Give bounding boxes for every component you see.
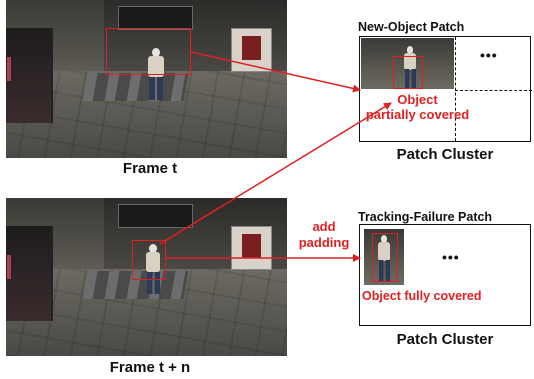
fully-covered-annotation: Object fully covered [362, 289, 482, 303]
bottom-patch-cluster: ••• [359, 224, 531, 326]
full-object-box [372, 233, 398, 282]
bottom-cluster-label: Patch Cluster [396, 331, 494, 348]
new-object-box [106, 28, 191, 75]
billboard [230, 226, 273, 270]
frame-t-image [6, 0, 287, 158]
partial-object-box [393, 56, 423, 89]
arrow-failure-to-partial-object [159, 102, 392, 245]
top-cluster-ellipsis: ••• [480, 47, 498, 63]
overhead-sign [118, 204, 194, 229]
frame-t-plus-n-image [6, 198, 287, 356]
arrow-new-object-to-patch [190, 51, 361, 93]
partially-covered-annotation-line1: Object [397, 92, 438, 107]
new-object-patch-title: New-Object Patch [358, 20, 465, 34]
frame-t-label: Frame t [122, 160, 178, 177]
new-object-patch-image [361, 38, 454, 89]
person-figure [140, 244, 166, 294]
bottom-cluster-ellipsis: ••• [442, 249, 460, 265]
partially-covered-annotation-line2: partially covered [365, 107, 470, 122]
frame-t-plus-n-label: Frame t + n [109, 359, 191, 376]
add-padding-label-line1: add [312, 219, 336, 234]
add-padding-label-line2: padding [298, 235, 350, 250]
overhead-sign [118, 6, 194, 31]
kiosk [6, 28, 53, 124]
kiosk [6, 226, 53, 322]
billboard [230, 28, 273, 72]
person-figure [142, 48, 170, 100]
tracking-failure-patch-image [364, 229, 404, 285]
top-patch-cluster: ••• [359, 36, 532, 142]
tracking-failure-patch-title: Tracking-Failure Patch [358, 210, 493, 224]
top-cluster-label: Patch Cluster [396, 146, 494, 163]
cluster-dashed-horizontal [455, 90, 532, 91]
tracking-failure-box [132, 240, 166, 280]
cluster-dashed-vertical [455, 37, 456, 141]
